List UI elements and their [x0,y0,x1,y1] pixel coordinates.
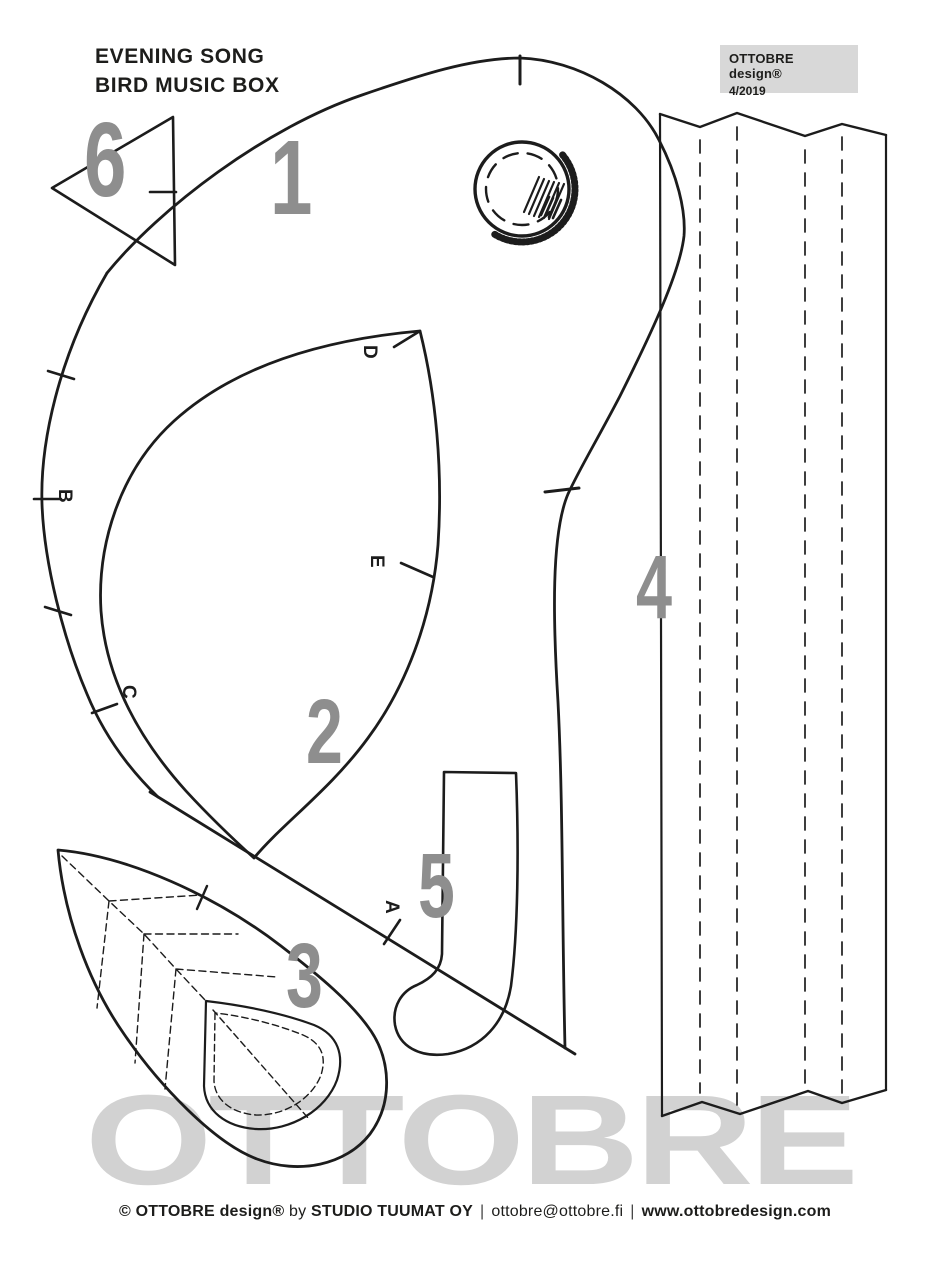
bird-tail-edge [148,790,577,1056]
piece-3-leaf [56,848,388,1168]
piece-number-5: 5 [418,833,455,936]
eye-hatch-dense [539,195,563,220]
leaf-vein-lines [61,855,278,1090]
footer-studio: STUDIO TUUMAT OY [310,1203,473,1220]
issue-box-brand: OTTOBRE design® [729,51,794,81]
issue-box-number: 4/2019 [729,84,766,98]
footer-email: ottobre@ottobre.fi [491,1203,624,1220]
eye-dashed-circle [484,151,560,227]
footer-separator-2: | [630,1203,635,1220]
leaf-notch-tick [195,884,209,911]
bird-head-right-outline [105,56,686,1050]
leaf-inner-petal [202,999,342,1131]
notch-tick-right-side [543,486,581,494]
piece-number-3: 3 [286,923,323,1026]
notch-label-a: A [381,900,402,914]
eye-hatch-marks [522,175,566,221]
notch-label-b: B [54,489,75,503]
piece-number-2: 2 [306,679,343,782]
footer-by: by [289,1203,307,1220]
notch-label-d: D [359,345,380,359]
issue-box: OTTOBRE design® 4/2019 [720,45,858,98]
piece-4-strip [658,111,888,1118]
piece-5-boot [393,770,519,1057]
notch-ticks-left-side [32,369,119,715]
footer: © OTTOBRE design® by STUDIO TUUMAT OY | ot… [0,1203,950,1221]
strip-fold-lines [699,126,843,1106]
strip-left-edge [658,112,664,1118]
eye-outer-circle [473,140,571,238]
notch-label-e: E [366,555,387,568]
wing-outline [99,329,441,860]
leaf-petal-stitch-line [213,1012,324,1116]
music-box-key-detail [473,140,579,246]
strip-top-zigzag [658,111,888,138]
piece-number-1: 1 [270,118,312,237]
title-line-2: BIRD MUSIC BOX [95,74,280,97]
notch-tick-d [392,329,422,349]
piece-number-4: 4 [636,537,672,638]
eye-serrated-arc [490,151,579,246]
notch-tick-e [399,561,435,579]
pattern-title: EVENING SONG BIRD MUSIC BOX [95,42,280,100]
leaf-petal-diagonal [212,1009,310,1120]
title-line-1: EVENING SONG [95,45,265,68]
bird-left-outline [40,271,160,799]
piece-2-wing [99,329,441,860]
piece-1-bird-body [32,54,686,1056]
watermark-text: OTTOBRE [85,1069,855,1212]
notch-label-c: C [118,685,139,699]
boot-outline [393,770,519,1057]
footer-separator-1: | [479,1203,485,1220]
notch-tick-a [382,918,402,946]
footer-website: www.ottobredesign.com [641,1203,832,1220]
footer-copyright: © OTTOBRE design® [118,1203,285,1220]
leaf-outline [56,848,388,1168]
piece-6-beak [50,115,178,267]
piece-number-6: 6 [84,100,126,219]
strip-bottom-zigzag [660,1088,888,1118]
